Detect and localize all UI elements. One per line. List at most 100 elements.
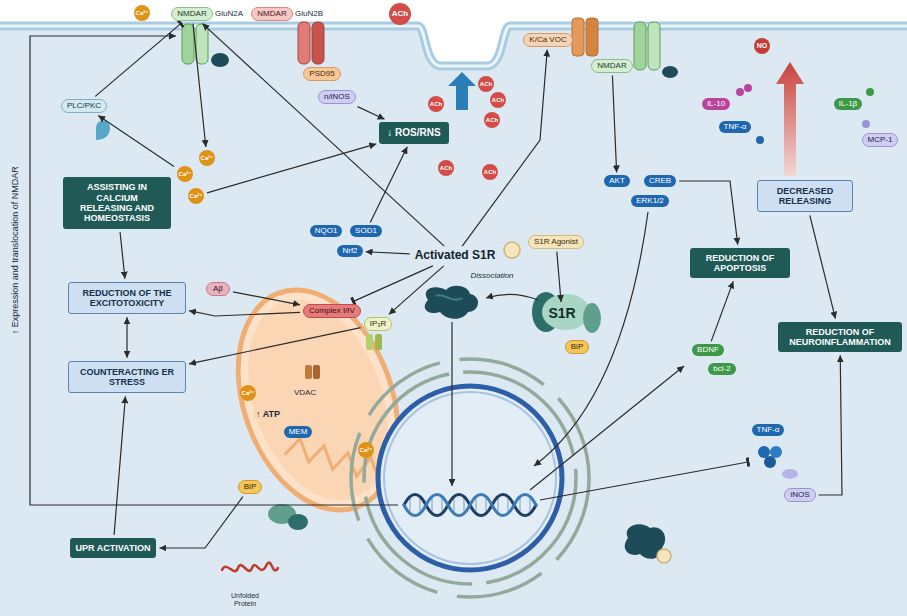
calcium-ion: Ca²⁺: [177, 166, 193, 182]
ip3r-channel: [375, 334, 382, 350]
glun2a-receptor: [182, 24, 194, 64]
nucleus: [378, 386, 562, 570]
endoplasmic-reticulum: [351, 359, 589, 597]
nucleus: [384, 392, 556, 564]
channel-label: K/Ca VOC: [523, 33, 572, 46]
node-text: Ca²⁺: [136, 10, 149, 17]
node-text: S1R Agonist: [534, 237, 578, 246]
node-text: ACh: [484, 169, 496, 176]
node-text: ACh: [486, 117, 498, 124]
node-text: Activated S1R: [415, 249, 496, 263]
dna-helix: [463, 497, 465, 513]
plc-pkc-icon: [96, 121, 110, 141]
connector: [120, 232, 125, 279]
connector: [98, 116, 174, 167]
enzyme-label: PLC/PKC: [61, 99, 107, 112]
acetylcholine: ACh: [389, 3, 411, 25]
dna-helix: [529, 497, 531, 513]
cytokine-icons: [782, 469, 798, 479]
connector: [679, 181, 738, 245]
receptor-label: NMDAR: [171, 7, 212, 20]
node-text: AKT: [609, 176, 625, 185]
cytokine-icons: [770, 446, 782, 458]
endoplasmic-reticulum: [351, 359, 589, 597]
cytokine-icons: [736, 88, 744, 96]
node-text: Ca²⁺: [190, 193, 203, 200]
nmda-receptor: [634, 22, 678, 78]
acetylcholine: ACh: [478, 76, 494, 92]
connector: [358, 107, 385, 120]
ip3r-channel: [366, 334, 382, 350]
acetylcholine: ACh: [482, 164, 498, 180]
complex-label: Complex I/IV: [303, 304, 361, 317]
dna-helix: [404, 495, 536, 516]
acetylcholine: ACh: [438, 160, 454, 176]
connector: [126, 317, 127, 357]
ligand-label: S1R Agonist: [528, 235, 584, 248]
node-text: PSD95: [309, 69, 334, 78]
glun2b-receptor: [298, 22, 324, 64]
connector: [189, 311, 300, 316]
node-text: TNF-α: [757, 425, 780, 434]
cytokine-icons: [744, 84, 752, 92]
calcium-channel: [572, 18, 598, 56]
protein-label: PSD95: [303, 67, 340, 80]
cytokine-icons: [866, 88, 874, 96]
activated-s1r: [436, 295, 462, 300]
vdac-channel: [305, 365, 312, 379]
node-text: ACh: [480, 81, 492, 88]
dna-helix: [404, 495, 536, 516]
glun2a-receptor: [196, 24, 208, 64]
dna-helix: [441, 497, 443, 513]
node-text: COUNTERACTING ER STRESS: [75, 367, 179, 388]
node-text: NMDAR: [597, 61, 626, 70]
node-text: PLC/PKC: [67, 101, 101, 110]
node-text: BiP: [571, 342, 583, 351]
node-text: Ca²⁺: [360, 447, 373, 454]
node-text: ↓ ROS/RNS: [387, 127, 440, 139]
chaperone-label: BiP: [238, 480, 262, 493]
mitochondrion: [281, 413, 391, 502]
pathway-line: [486, 294, 538, 300]
node-text: CREB: [649, 176, 671, 185]
node-text: ACh: [430, 101, 442, 108]
pathway-line: [30, 36, 398, 505]
node-text: Ca²⁺: [201, 155, 214, 162]
s1r-bip-er-complex: [288, 514, 308, 530]
protein-label: TNF-α: [719, 121, 752, 132]
glun2a-receptor: [211, 53, 229, 67]
node-text: Nrf2: [342, 246, 357, 255]
effect-box: DECREASED RELEASING: [757, 180, 853, 213]
receptor-label: NMDAR: [251, 7, 292, 20]
connector: [366, 252, 410, 254]
connector: [193, 24, 206, 147]
node-text: IP₃R: [370, 319, 387, 328]
node-text: NMDAR: [177, 9, 206, 18]
node-text: ERK1/2: [636, 196, 664, 205]
node-text: REDUCTION OF THE EXCITOTOXICITY: [75, 288, 179, 309]
effect-box: REDUCTION OF NEUROINFLAMMATION: [778, 322, 902, 353]
dna-helix: [431, 497, 433, 513]
node-text: MEM: [289, 427, 308, 436]
dna-helix: [507, 497, 509, 513]
effect-box: UPR ACTIVATION: [70, 538, 157, 558]
cell-membrane: [0, 26, 907, 66]
node-text: bcl-2: [713, 364, 730, 373]
cytokine-icons: [756, 136, 764, 144]
connector: [114, 396, 125, 534]
calcium-ion: Ca²⁺: [358, 442, 374, 458]
s1r-bip-complex: [532, 292, 601, 333]
nitric-oxide: NO: [754, 38, 770, 54]
release-arrow: [776, 62, 804, 176]
node-text: ACh: [440, 165, 452, 172]
dna-helix: [419, 497, 421, 513]
cytokine-icons: [736, 84, 874, 144]
cell-membrane: [0, 26, 907, 66]
s1r-agonist-complex: [657, 549, 671, 563]
pathway-note: ↑ Expression and translocation of NMDAR: [10, 166, 20, 334]
glun2b-receptor: [312, 22, 324, 64]
node-text: ASSISTING IN CALCIUM RELEASING AND HOMEO…: [69, 182, 165, 223]
connector: [189, 328, 361, 364]
